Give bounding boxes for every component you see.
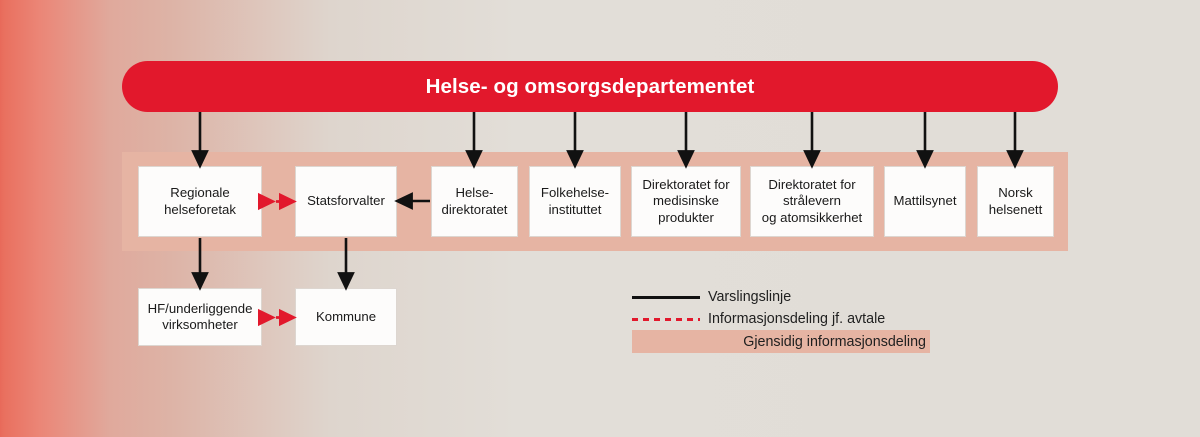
- node-norsk-helsenett: Norsk helsenett: [977, 166, 1054, 237]
- legend-row-varslingslinje: Varslingslinje: [632, 286, 932, 308]
- legend-row-informasjonsdeling: Informasjonsdeling jf. avtale: [632, 308, 932, 330]
- legend-label: Gjensidig informasjonsdeling: [743, 333, 926, 350]
- node-mattilsynet: Mattilsynet: [884, 166, 966, 237]
- node-label: Kommune: [315, 308, 377, 324]
- legend-row-gjensidig-informasjonsdeling: Gjensidig informasjonsdeling: [632, 330, 930, 353]
- node-label: Regionale helseforetak: [164, 185, 236, 217]
- legend-label: Varslingslinje: [708, 289, 792, 305]
- legend-label: Informasjonsdeling jf. avtale: [708, 311, 886, 327]
- node-label: Mattilsynet: [893, 193, 957, 209]
- node-direktoratet-medisinske-produkter: Direktoratet for medisinske produkter: [631, 166, 741, 237]
- node-direktoratet-stralevern: Direktoratet for strålevern og atomsikke…: [750, 166, 874, 237]
- node-regionale-helseforetak: Regionale helseforetak: [138, 166, 262, 237]
- header-department-bar: Helse- og omsorgsdepartementet: [122, 61, 1058, 112]
- dashed-line-swatch: [632, 312, 700, 326]
- node-label: Statsforvalter: [307, 193, 385, 209]
- node-label: Direktoratet for medisinske produkter: [642, 177, 730, 225]
- node-label: Norsk helsenett: [988, 185, 1043, 217]
- node-hf-underliggende-virksomheter: HF/underliggende virksomheter: [138, 288, 262, 346]
- node-label: Helse- direktoratet: [441, 185, 508, 217]
- node-kommune: Kommune: [295, 288, 397, 346]
- node-label: HF/underliggende virksomheter: [147, 300, 253, 332]
- node-helsedirektoratet: Helse- direktoratet: [431, 166, 518, 237]
- node-folkehelseinstituttet: Folkehelse- instituttet: [529, 166, 621, 237]
- node-label: Folkehelse- instituttet: [540, 185, 610, 217]
- legend: Varslingslinje Informasjonsdeling jf. av…: [632, 286, 932, 353]
- solid-line-swatch: [632, 290, 700, 304]
- node-label: Direktoratet for strålevern og atomsikke…: [761, 177, 863, 225]
- node-statsforvalter: Statsforvalter: [295, 166, 397, 237]
- page-title: Helse- og omsorgsdepartementet: [425, 74, 755, 98]
